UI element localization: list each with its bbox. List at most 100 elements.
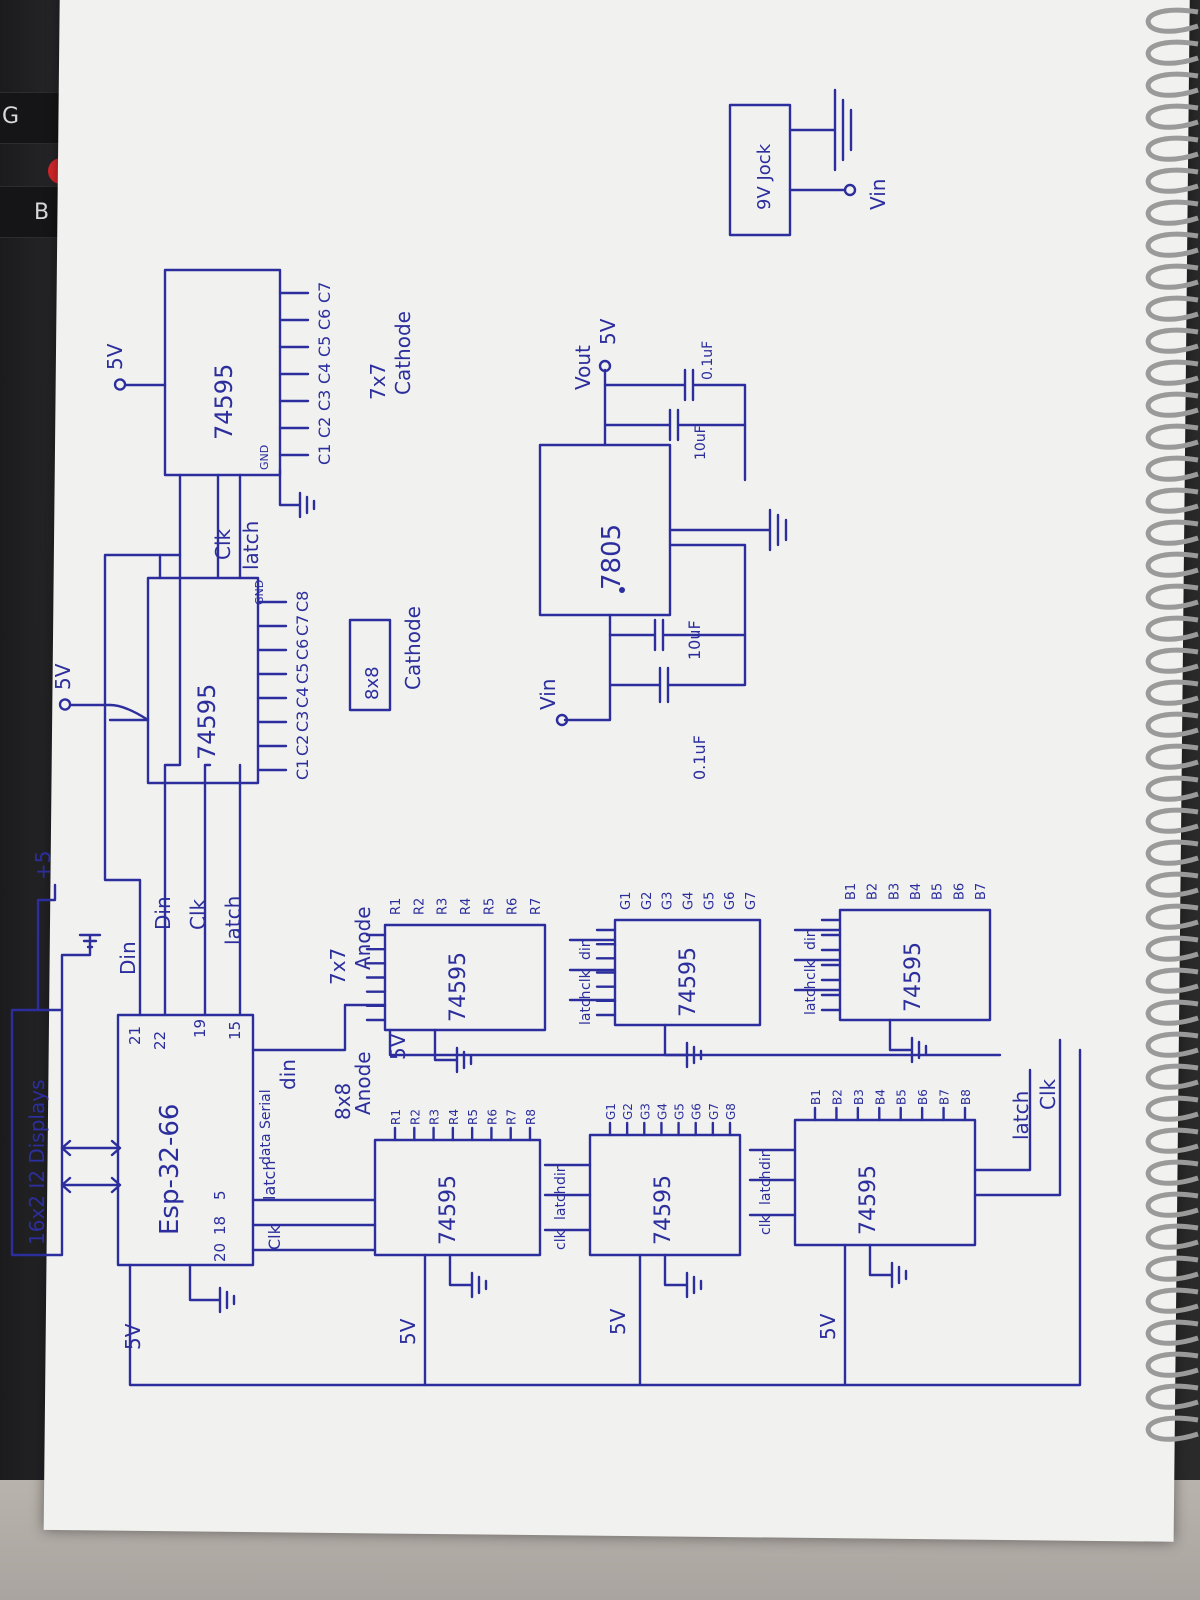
spiral-ring [1145, 1223, 1199, 1250]
battery-label: 9V Jock [754, 143, 775, 210]
battery-circuit: 9V Jock Vin [728, 88, 890, 237]
output-label: B7 [938, 1089, 952, 1105]
latch-label: latch [553, 1185, 569, 1220]
spiral-ring [1145, 999, 1199, 1026]
spiral-ring [1145, 1031, 1199, 1058]
spiral-ring [1145, 1287, 1199, 1314]
spiral-ring [1145, 711, 1199, 738]
supply-label: 5V [606, 1308, 630, 1335]
output-label: G4 [655, 1103, 669, 1120]
spiral-ring [1145, 871, 1199, 898]
latch-label: latch [221, 896, 245, 945]
output-label: G7 [707, 1103, 721, 1120]
spiral-ring [1145, 391, 1199, 418]
column-label: C5 [293, 663, 312, 684]
supply-label: 5V [386, 1033, 410, 1060]
spiral-ring [1145, 1159, 1199, 1186]
output-label: R3 [436, 898, 451, 915]
output-label: R4 [459, 898, 474, 915]
spiral-ring [1145, 199, 1199, 226]
chain-wires [568, 938, 617, 1002]
chain-wires [748, 1148, 797, 1217]
clk-label: clk [553, 1229, 569, 1250]
vin-label: Vin [866, 179, 890, 210]
column-label: C1 [315, 444, 334, 465]
gnd-label: GND [258, 445, 271, 470]
column-label: C7 [293, 615, 312, 636]
matrix-size-label: 7x7 [326, 948, 350, 985]
esp-5v-label: 5V [121, 1323, 145, 1350]
mcu-label: Esp-32-66 [155, 1104, 185, 1235]
spiral-ring [1145, 1063, 1199, 1090]
spiral-ring [1145, 487, 1199, 514]
latch-label: latch [758, 1170, 774, 1205]
matrix-size-label: 7x7 [366, 363, 390, 400]
shift-register-chip [793, 1118, 977, 1247]
spiral-ring [1145, 1383, 1199, 1410]
cap-label: 10uF [685, 620, 704, 660]
spiral-ring [1145, 519, 1199, 546]
column-label: C3 [315, 390, 334, 411]
output-label: R8 [524, 1109, 538, 1125]
anode-label: Anode [351, 1051, 375, 1115]
column-label: C4 [315, 363, 334, 384]
pin-15: 15 [226, 1021, 244, 1040]
clk-label: Clk [265, 1224, 284, 1250]
output-label: B2 [866, 883, 881, 900]
ground-symbol [663, 1023, 703, 1069]
pin-21: 21 [126, 1026, 144, 1045]
column-label: C2 [293, 735, 312, 756]
column-label: C2 [315, 417, 334, 438]
output-label: G7 [744, 892, 759, 910]
chip-label: 74595 [901, 942, 926, 1012]
output-label: R4 [447, 1109, 461, 1125]
pin-18: 18 [211, 1216, 229, 1235]
spiral-ring [1145, 839, 1199, 866]
spiral-ring [1145, 1127, 1199, 1154]
pin-5: 5 [211, 1190, 229, 1200]
spiral-ring [1145, 135, 1199, 162]
gnd-label: GND [253, 580, 266, 605]
din-label: din [578, 938, 594, 960]
spiral-ring [1145, 71, 1199, 98]
output-label: G3 [638, 1103, 652, 1120]
column-label: C3 [293, 711, 312, 732]
output-label: G5 [702, 892, 717, 910]
supply-label: 5V [103, 343, 127, 370]
esp32-module: Esp-32-66 21 22 19 15 5 18 20 5V [116, 1013, 1082, 1387]
column-label: C4 [293, 687, 312, 708]
spiral-ring [1145, 1255, 1199, 1282]
latch-label: latch [578, 990, 594, 1025]
output-label: B3 [887, 883, 902, 900]
clk-label: Clk [211, 528, 235, 560]
cap-label: 10uF [693, 425, 709, 460]
spiral-ring [1145, 551, 1199, 578]
spiral-ring [1145, 967, 1199, 994]
output-label: R2 [408, 1109, 422, 1125]
sr-label: 74595 [193, 684, 221, 760]
supply-label: 5V [51, 663, 75, 690]
spiral-ring [1145, 103, 1199, 130]
spiral-ring [1145, 231, 1199, 258]
cathode-section: 74595 74595 5V 5V Clk latch GND GND C1C2… [51, 268, 425, 785]
output-label: R2 [412, 898, 427, 915]
spiral-binding [1145, 7, 1199, 1442]
key-label: B [34, 200, 50, 225]
output-label: R3 [428, 1109, 442, 1125]
column-label: C7 [315, 282, 334, 303]
din-label: Din [151, 896, 175, 930]
column-label: C8 [293, 591, 312, 612]
lcd-display: 16x2 I2 Displays +5 [10, 851, 122, 1257]
output-label: G5 [673, 1103, 687, 1120]
spiral-ring [1145, 583, 1199, 610]
chip-label: 74595 [676, 947, 701, 1017]
supply-label: 5V [396, 1318, 420, 1345]
spiral-ring [1145, 1191, 1199, 1218]
output-label: G1 [604, 1103, 618, 1120]
ground-symbol [868, 1243, 908, 1289]
output-label: R7 [505, 1109, 519, 1125]
ground-symbol [888, 1018, 928, 1064]
